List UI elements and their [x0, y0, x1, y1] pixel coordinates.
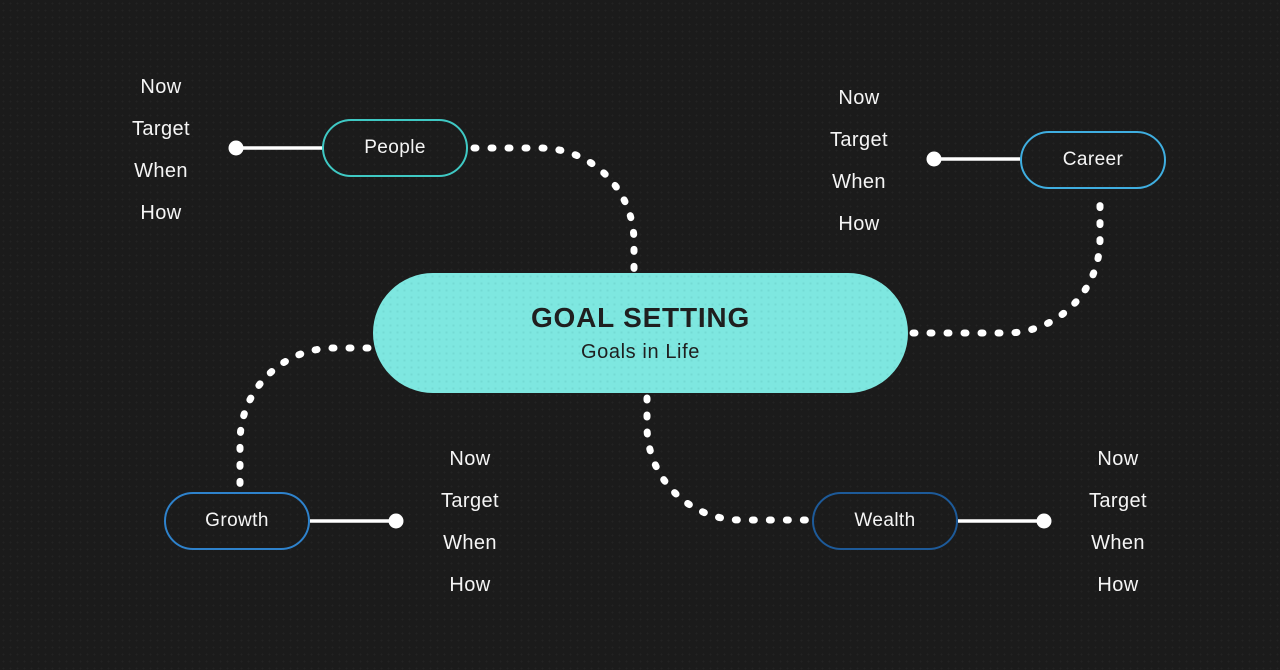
- leader-dot-people: [228, 140, 244, 156]
- branch-label-career: Career: [1062, 149, 1124, 170]
- central-node[interactable]: GOAL SETTING Goals in Life: [373, 273, 908, 393]
- branch-node-growth[interactable]: Growth: [164, 492, 310, 550]
- list-item: Target: [132, 118, 190, 140]
- central-title: GOAL SETTING: [530, 302, 751, 333]
- leader-dot-career: [926, 151, 942, 167]
- list-item: When: [134, 160, 188, 182]
- list-item: How: [838, 213, 880, 235]
- branch-list-growth: Now Target When How: [408, 438, 532, 606]
- branch-list-career: Now Target When How: [797, 77, 921, 245]
- list-item: How: [449, 574, 491, 596]
- branch-node-wealth[interactable]: Wealth: [812, 492, 958, 550]
- list-item: Now: [449, 448, 491, 470]
- list-item: When: [443, 532, 497, 554]
- branch-list-people: Now Target When How: [99, 66, 223, 234]
- branch-list-wealth: Now Target When How: [1056, 438, 1180, 606]
- list-item: Target: [830, 129, 888, 151]
- dashed-curve-center-to-career: [909, 192, 1104, 337]
- list-item: Now: [838, 87, 880, 109]
- list-item: Target: [441, 490, 499, 512]
- branch-node-people[interactable]: People: [322, 119, 468, 177]
- leader-dot-growth: [388, 513, 404, 529]
- list-item: Now: [1097, 448, 1139, 470]
- leader-dot-wealth: [1036, 513, 1052, 529]
- branch-label-growth: Growth: [205, 510, 269, 531]
- list-item: How: [1097, 574, 1139, 596]
- list-item: Target: [1089, 490, 1147, 512]
- list-item: Now: [140, 76, 182, 98]
- dashed-curve-people-to-center: [470, 144, 638, 273]
- branch-label-people: People: [364, 137, 426, 158]
- list-item: When: [1091, 532, 1145, 554]
- central-subtitle: Goals in Life: [581, 341, 700, 363]
- branch-node-career[interactable]: Career: [1020, 131, 1166, 189]
- list-item: When: [832, 171, 886, 193]
- branch-label-wealth: Wealth: [854, 510, 916, 531]
- dashed-curve-center-to-growth: [236, 344, 372, 491]
- dashed-curve-center-to-wealth: [643, 394, 811, 524]
- list-item: How: [140, 202, 182, 224]
